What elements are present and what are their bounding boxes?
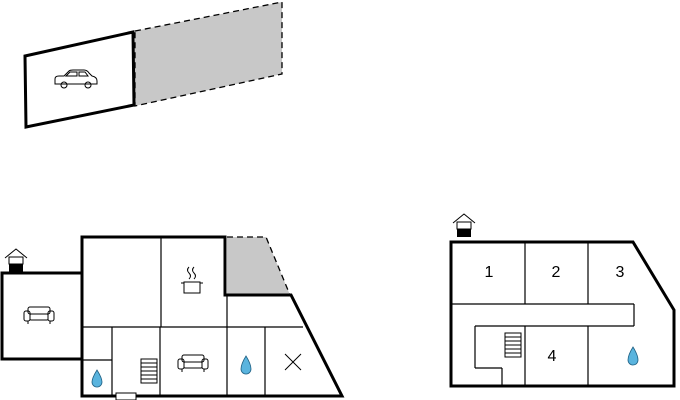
upper-floor: 1 2 3 4: [449, 213, 676, 388]
garage-parking-area: [134, 1, 283, 107]
room-number: 1: [485, 264, 494, 281]
water-drop-icon: [627, 346, 639, 366]
cooking-pot-icon: [181, 266, 203, 294]
ground-floor-inner-walls: [81, 238, 303, 397]
sofa-icon: [177, 354, 209, 372]
upper-floor-outer-wall: [449, 240, 676, 388]
room-number: 2: [552, 264, 561, 281]
sofa-icon: [23, 306, 55, 324]
water-drop-icon: [91, 369, 103, 388]
terrace-outline: [227, 236, 291, 296]
terrace-area: [227, 237, 290, 295]
ground-floor-door: [115, 392, 137, 400]
car-icon: [54, 69, 98, 89]
garage-section: [23, 1, 283, 129]
water-drop-icon: [240, 355, 252, 375]
house-entrance-icon: [452, 213, 476, 237]
stairs-icon: [504, 332, 522, 358]
house-entrance-icon: [4, 248, 28, 272]
garage-wall: [23, 30, 136, 129]
ground-floor-outer-wall: [80, 235, 345, 398]
stairs-icon: [140, 358, 158, 384]
room-number: 3: [616, 264, 625, 281]
ground-floor: [0, 235, 345, 400]
room-number: 4: [548, 348, 557, 365]
living-annex-wall: [0, 271, 82, 361]
cross-icon: [284, 353, 302, 371]
upper-floor-inner-walls: [451, 242, 635, 386]
